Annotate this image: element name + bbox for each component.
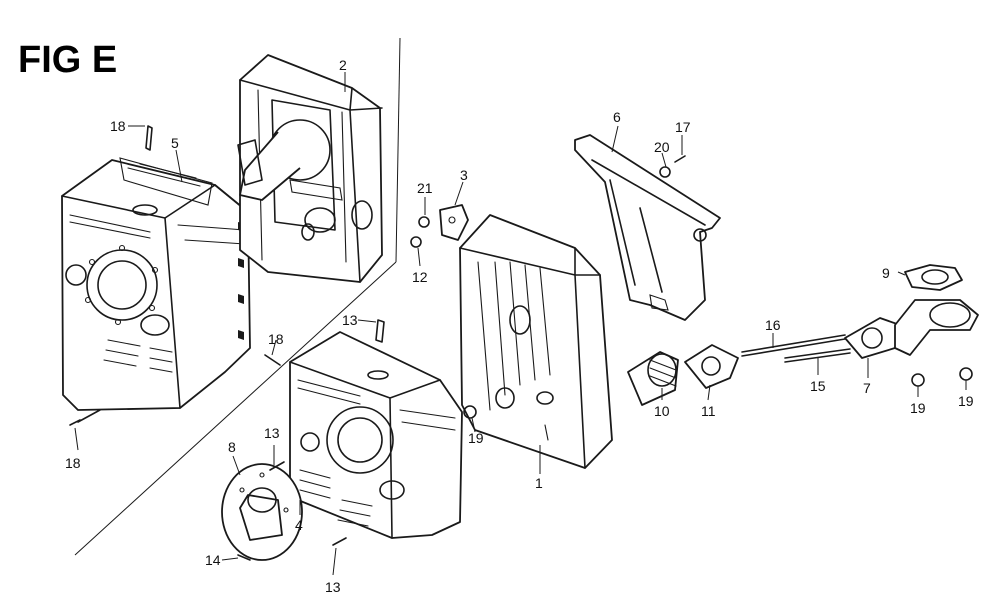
leader-lines: [74, 72, 967, 576]
callout-label: 18: [110, 118, 126, 134]
callout-label: 14: [205, 552, 221, 568]
callout-label: 21: [417, 180, 433, 196]
callout-label: 19: [468, 430, 484, 446]
callout-label: 10: [654, 403, 670, 419]
callout-label: 12: [412, 269, 428, 285]
callout-label: 13: [264, 425, 280, 441]
bracket-part-3: [439, 204, 469, 241]
callout-label: 9: [882, 265, 890, 281]
callout-label: 4: [295, 517, 303, 533]
muffler-body-part-1: [459, 214, 613, 469]
callout-label: 5: [171, 135, 179, 151]
callout-label: 3: [460, 167, 468, 183]
callout-label: 19: [910, 400, 926, 416]
callout-label: 2: [339, 57, 347, 73]
muffler-part-2: [237, 54, 383, 283]
deflector-part-8: [221, 463, 303, 561]
callout-label: 15: [810, 378, 826, 394]
callout-label: 17: [675, 119, 691, 135]
callout-label: 20: [654, 139, 670, 155]
muffler-protector-part-5: [61, 157, 251, 411]
callout-label: 8: [228, 439, 236, 455]
muffler-protector-part-4: [289, 331, 463, 539]
callout-label: 1: [535, 475, 543, 491]
callout-label: 13: [325, 579, 341, 595]
callout-labels: 18 5 2 13 18 18 13 8 14 4 13 21 3 12 6 2…: [65, 57, 974, 595]
heat-shield-part-6: [574, 134, 721, 321]
callout-label: 19: [958, 393, 974, 409]
callout-label: 6: [613, 109, 621, 125]
flange-gasket-part-11: [684, 344, 739, 389]
gasket-part-9: [904, 264, 963, 291]
callout-label: 11: [701, 403, 716, 419]
callout-label: 16: [765, 317, 781, 333]
callout-label: 18: [65, 455, 81, 471]
exhaust-pipe-part-7: [844, 299, 979, 359]
callout-label: 13: [342, 312, 358, 328]
callout-label: 18: [268, 331, 284, 347]
figure-title: FIG E: [18, 39, 117, 81]
stud-bolts-parts-15-16: [741, 334, 851, 363]
pipe-part-10: [627, 351, 679, 406]
callout-label: 7: [863, 380, 871, 396]
